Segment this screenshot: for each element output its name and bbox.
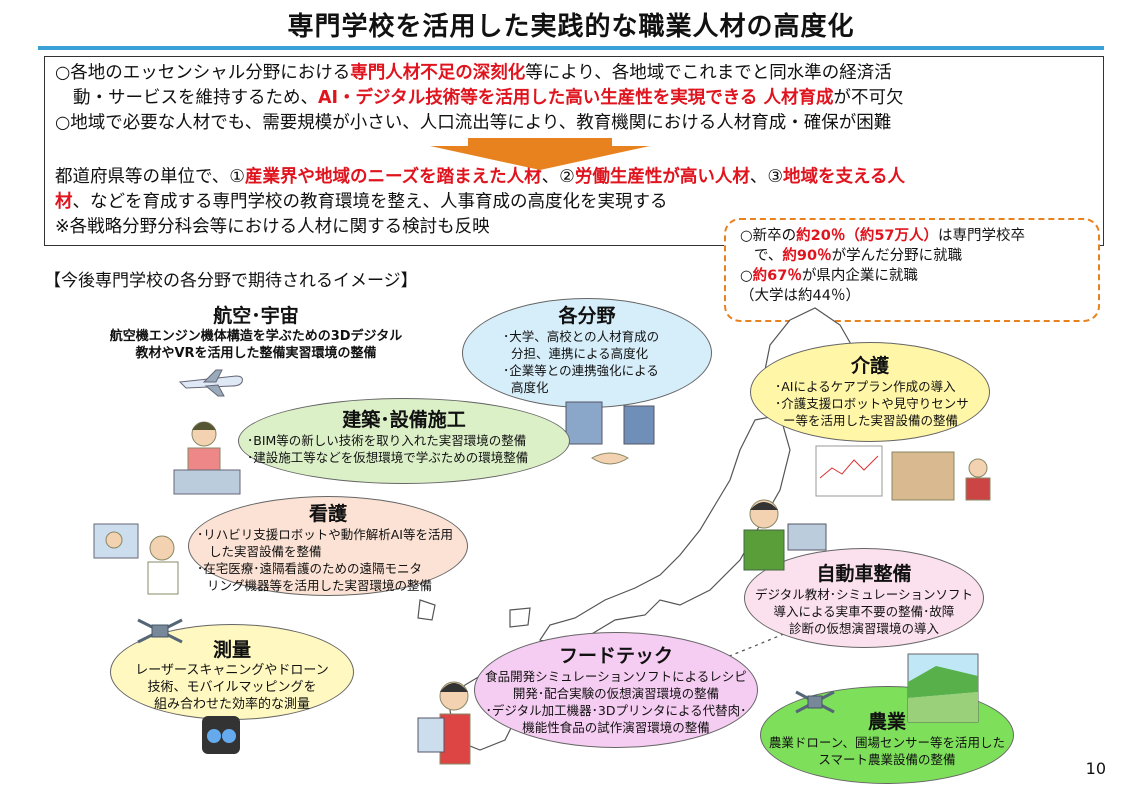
field-body: 組み合わせた効率的な測量 — [153, 697, 310, 712]
field-body: リング機器等を活用した実習環境の整備 — [207, 578, 433, 593]
text: 等により、各地域でこれまでと同水準の経済活 — [525, 63, 892, 83]
field-nursing: 看護 ･リハビリ支援ロボットや動作解析AI等を活用 した実習設備を整備 ･在宅医… — [188, 496, 468, 596]
care-facility-icon — [815, 445, 991, 501]
field-body: ･大学、高校との人材育成の — [503, 329, 660, 344]
text: 、② — [541, 167, 575, 187]
highlight: 産業界や地域のニーズを踏まえた人材 — [245, 167, 542, 187]
callout-line-3: ○約67％が県内企業に就職 — [740, 266, 1084, 286]
agri-drone-icon — [795, 690, 835, 714]
rice-field-icon — [907, 653, 979, 723]
field-title: 航空･宇宙 — [213, 305, 299, 327]
architect-person-icon — [173, 421, 241, 495]
summary-line-3: ○地域で必要な人材でも、需要規模が小さい、人口流出等により、教育機関における人材… — [55, 113, 892, 133]
summary-line-1: ○各地のエッセンシャル分野における専門人材不足の深刻化等により、各地域でこれまで… — [55, 61, 892, 86]
field-body: 農業ドローン、圃場センサー等を活用した — [768, 735, 1006, 750]
drone-icon — [137, 618, 183, 644]
field-body: 航空機エンジン機体構造を学ぶための3Dデジタル — [109, 329, 403, 344]
down-arrow-icon — [430, 146, 650, 170]
field-body: ･デジタル加工機器･3Dプリンタによる代替肉･ — [485, 703, 747, 718]
field-title: 各分野 — [558, 305, 616, 327]
section-heading: 【今後専門学校の各分野で期待されるイメージ】 — [44, 271, 418, 291]
field-title: 建築･設備施工 — [342, 409, 466, 431]
field-title: 看護 — [308, 503, 347, 525]
field-body: 導入による実車不要の整備･故障 — [773, 604, 955, 619]
highlight: 専門人材不足の深刻化 — [350, 63, 526, 83]
text: ○各地のエッセンシャル分野における — [55, 63, 351, 83]
text: で、 — [754, 248, 783, 264]
summary-line-6: ※各戦略分野分科会等における人材に関する検討も反映 — [55, 217, 490, 237]
nurse-telehealth-icon — [93, 523, 179, 595]
text: 動・サービスを維持するため、 — [73, 88, 318, 108]
text: 、③ — [749, 167, 784, 187]
airplane-icon — [178, 369, 243, 397]
stats-callout: ○新卒の約20％（約57万人）は専門学校卒 で、約90％が学んだ分野に就職 ○約… — [724, 218, 1100, 322]
text: 都道府県等の単位で、① — [55, 167, 245, 187]
field-title: 測量 — [212, 639, 251, 661]
text: が県内企業に就職 — [801, 268, 918, 284]
field-survey: 測量 レーザースキャニングやドローン 技術、モバイルマッピングを 組み合わせた効… — [110, 624, 354, 720]
callout-line-4: （大学は約44％） — [740, 288, 860, 304]
highlight: 材 — [55, 192, 73, 212]
title-underline — [38, 46, 1104, 50]
field-aero: 航空･宇宙 航空機エンジン機体構造を学ぶための3Dデジタル 教材やVRを活用した… — [86, 296, 426, 376]
field-body: 分担、連携による高度化 — [511, 346, 649, 361]
field-title: フードテック — [558, 645, 673, 667]
text: は専門学校卒 — [938, 228, 1026, 244]
field-body: 食品開発シミュレーションソフトによるレシピ — [485, 669, 747, 684]
field-body: レーザースキャニングやドローン — [135, 663, 329, 678]
summary-line-4: 都道府県等の単位で、①産業界や地域のニーズを踏まえた人材、②労働生産性が高い人材… — [55, 165, 905, 190]
highlight: 労働生産性が高い人材 — [574, 167, 750, 187]
field-body: 技術、モバイルマッピングを — [147, 680, 317, 695]
summary-line-5: 材、などを育成する専門学校の教育環境を整え、人事育成の高度化を実現する — [55, 190, 668, 215]
page-number: 10 — [1085, 759, 1106, 778]
field-body: 機能性食品の試作演習環境の整備 — [522, 720, 710, 735]
field-body: 診断の仮想演習環境の導入 — [788, 621, 939, 636]
field-body: ･リハビリ支援ロボットや動作解析AI等を活用 — [197, 527, 453, 542]
highlight: AI・デジタル技術等を活用した高い生産性を実現できる 人材育成 — [318, 88, 834, 108]
callout-line-2: で、約90％が学んだ分野に就職 — [740, 246, 1084, 266]
school-building-icon — [565, 401, 655, 465]
field-body: ー等を活用した実習設備の整備 — [783, 413, 959, 428]
field-body: 高度化 — [511, 380, 549, 395]
field-all: 各分野 ･大学、高校との人材育成の 分担、連携による高度化 ･企業等との連携強化… — [462, 298, 712, 408]
field-body: スマート農業設備の整備 — [818, 752, 956, 767]
chef-tablet-icon — [417, 681, 471, 765]
highlight: 約67％ — [752, 268, 802, 284]
summary-box: ○各地のエッセンシャル分野における専門人材不足の深刻化等により、各地域でこれまで… — [44, 56, 1104, 246]
field-body: した実習設備を整備 — [209, 544, 322, 559]
field-title: 自動車整備 — [816, 563, 912, 585]
down-arrow-shaft — [468, 138, 612, 148]
laser-scanner-icon — [202, 716, 240, 754]
field-care: 介護 ･AIによるケアプラン作成の導入 ･介護支援ロボットや見守りセンサ ー等を… — [750, 342, 990, 442]
field-body: ･AIによるケアプラン作成の導入 — [775, 379, 956, 394]
field-body: ･建設施工等などを仮想環境で学ぶための環境整備 — [247, 450, 529, 465]
field-body: 教材やVRを活用した整備実習環境の整備 — [135, 346, 377, 361]
text: が不可欠 — [833, 88, 904, 108]
field-food: フードテック 食品開発シミュレーションソフトによるレシピ 開発･配合実験の仮想演… — [474, 632, 758, 748]
text: が学んだ分野に就職 — [831, 248, 963, 264]
field-title: 農業 — [867, 711, 906, 733]
text: ○ — [740, 268, 753, 284]
summary-line-2: 動・サービスを維持するため、AI・デジタル技術等を活用した高い生産性を実現できる… — [73, 86, 903, 111]
text: 、などを育成する専門学校の教育環境を整え、人事育成の高度化を実現する — [72, 192, 668, 212]
mechanic-laptop-icon — [743, 499, 827, 571]
field-body: デジタル教材･シミュレーションソフト — [754, 587, 973, 602]
page-title: 専門学校を活用した実践的な職業人材の高度化 — [287, 12, 855, 42]
field-construction: 建築･設備施工 ･BIM等の新しい技術を取り入れた実習環境の整備 ･建設施工等な… — [238, 398, 570, 484]
field-body: ･在宅医療･遠隔看護のための遠隔モニタ — [197, 561, 423, 576]
field-title: 介護 — [850, 355, 889, 377]
field-body: ･BIM等の新しい技術を取り入れた実習環境の整備 — [247, 433, 527, 448]
highlight: 地域を支える人 — [783, 167, 906, 187]
highlight: 約90％ — [782, 248, 832, 264]
field-body: ･企業等との連携強化による — [503, 363, 659, 378]
field-body: 開発･配合実験の仮想演習環境の整備 — [512, 686, 720, 701]
highlight: 約20％（約57万人） — [796, 228, 939, 244]
text: ○新卒の — [740, 228, 797, 244]
field-body: ･介護支援ロボットや見守りセンサ — [775, 396, 969, 411]
callout-line-1: ○新卒の約20％（約57万人）は専門学校卒 — [740, 226, 1084, 246]
